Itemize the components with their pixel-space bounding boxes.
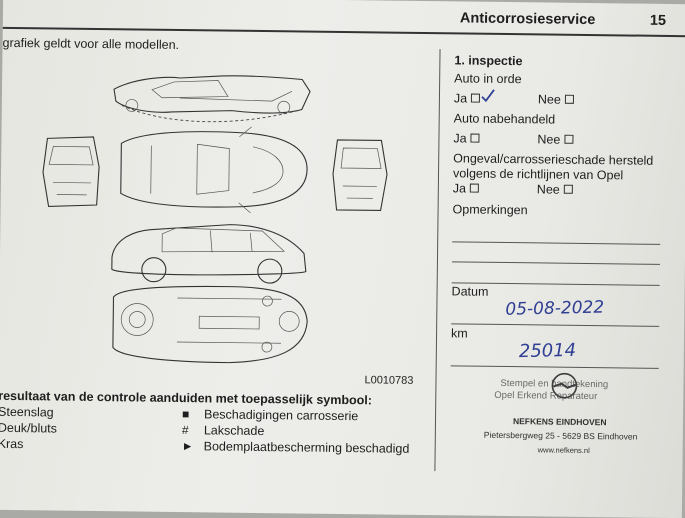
q1-yes-label: Ja (453, 91, 468, 106)
q2-yes-checkbox[interactable] (470, 133, 480, 143)
inspection-heading: 1. inspectie (454, 53, 523, 69)
car-view-front (42, 136, 100, 207)
q2-yes[interactable]: Ja (453, 131, 480, 146)
triangle-symbol-icon: ► (181, 439, 194, 454)
legend-heading: resultaat van de controle aanduiden met … (0, 388, 373, 408)
hash-symbol-icon: # (181, 423, 189, 438)
section-title: Anticorrosieservice (459, 10, 596, 29)
q2-label: Auto nabehandeld (453, 111, 556, 127)
legend-item-kras: Kras (0, 436, 24, 452)
legend-item-carrosserie: Beschadigingen carrosserie (203, 407, 359, 424)
q1-no-checkbox[interactable] (564, 94, 574, 104)
q3-label-line1: Ongeval/carrosserieschade hersteld (453, 151, 654, 168)
q3-yes[interactable]: Ja (452, 181, 480, 196)
q3-yes-label: Ja (452, 181, 467, 196)
q3-no[interactable]: Nee (536, 182, 573, 197)
page-number: 15 (649, 12, 667, 29)
car-view-side (111, 224, 307, 284)
car-view-top-profile (113, 75, 311, 123)
car-view-underbody (112, 285, 308, 364)
q1-yes[interactable]: Ja (453, 91, 481, 106)
km-value[interactable]: 25014 (518, 339, 577, 363)
q1-no[interactable]: Nee (537, 92, 574, 107)
q1-yes-check-mark-icon (481, 89, 495, 103)
date-line (451, 323, 660, 327)
dealer-web: www.nefkens.nl (537, 445, 590, 456)
q3-no-checkbox[interactable] (563, 184, 573, 194)
legend-item-lakschade: Lakschade (203, 423, 265, 439)
km-label: km (450, 326, 468, 341)
q2-no-label: Nee (537, 132, 561, 147)
car-body-diagram (42, 75, 388, 364)
legend-item-steenslag: Steenslag (0, 404, 54, 420)
q1-label: Auto in orde (454, 71, 522, 87)
legend-item-bodemplaat: Bodemplaatbescherming beschadigd (203, 439, 410, 456)
stamp-line2: Opel Erkend Reparateur (494, 389, 598, 403)
q3-label-line2: volgens de richtlijnen van Opel (452, 166, 624, 183)
square-symbol-icon: ■ (181, 407, 190, 422)
remarks-line-2[interactable] (451, 261, 660, 265)
car-view-rear (332, 139, 388, 212)
q2-no[interactable]: Nee (537, 132, 574, 147)
dealer-logo-icon (551, 372, 578, 399)
date-label: Datum (451, 284, 489, 299)
q1-no-label: Nee (537, 92, 561, 107)
remarks-label: Opmerkingen (452, 202, 528, 218)
remarks-line-1[interactable] (452, 241, 661, 245)
q2-no-checkbox[interactable] (564, 134, 574, 144)
q2-yes-label: Ja (453, 131, 467, 146)
legend-item-deuk: Deuk/bluts (0, 420, 58, 436)
q3-no-label: Nee (536, 182, 560, 197)
q3-yes-checkbox[interactable] (470, 183, 480, 193)
car-view-roof (120, 126, 308, 214)
km-line (450, 365, 659, 369)
diagram-code: L0010783 (364, 374, 414, 387)
dealer-name: NEFKENS EINDHOVEN (512, 416, 607, 428)
dealer-address: Pietersbergweg 25 - 5629 BS Eindhoven (483, 429, 638, 442)
q1-yes-checkbox[interactable] (471, 93, 481, 103)
date-value[interactable]: 05-08-2022 (505, 297, 605, 320)
